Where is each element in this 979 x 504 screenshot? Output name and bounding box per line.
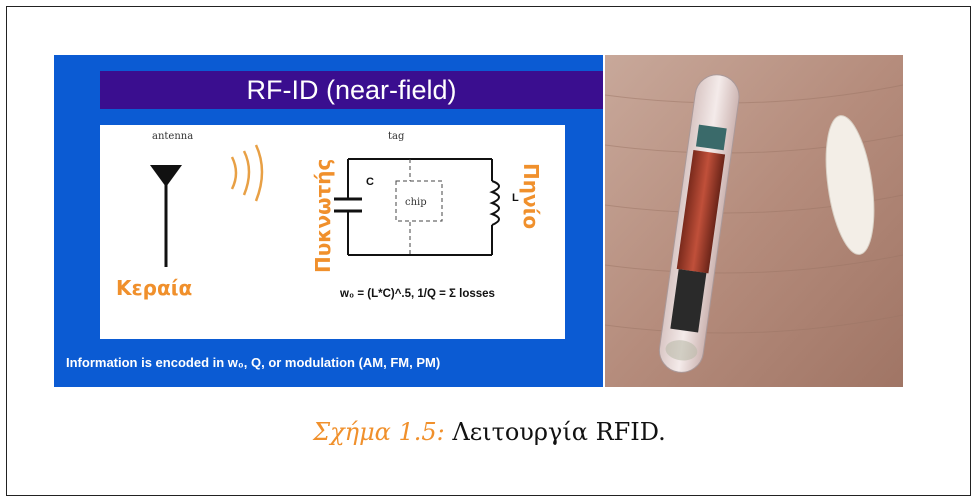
capacitor-letter: C [366, 176, 374, 188]
slide-title: RF-ID (near-field) [100, 71, 603, 109]
inductor-letter: L [512, 192, 519, 204]
annotation-coil: Πηνίο [519, 163, 543, 229]
slide-footer-text: Information is encoded in w₀, Q, or modu… [66, 355, 441, 370]
rice-grain [825, 115, 875, 255]
glass-capsule [658, 74, 740, 373]
implant-photo-illustration [605, 55, 903, 387]
annotation-capacitor: Πυκνωτής [311, 159, 335, 273]
figure-caption-text: Λειτουργία RFID. [452, 418, 666, 446]
figure-number: Σχήμα 1.5: [313, 418, 445, 446]
figure: RF-ID (near-field) antenna Κεραία tag [54, 55, 903, 387]
chip-box [395, 159, 443, 255]
chip-label: chip [405, 197, 427, 208]
antenna-label: antenna [152, 131, 193, 142]
radio-waves-icon [230, 144, 264, 202]
rfid-implant-photo [605, 55, 903, 387]
circuit-panel: antenna Κεραία tag [100, 125, 565, 339]
antenna-icon [150, 165, 182, 187]
lc-circuit [334, 158, 500, 256]
circuit-diagram: antenna Κεραία tag [116, 131, 543, 300]
formula: w₀ = (L*C)^.5, 1/Q = Σ losses [339, 288, 495, 300]
tag-label: tag [388, 131, 405, 142]
figure-caption: Σχήμα 1.5: Λειτουργία RFID. [0, 418, 979, 446]
annotation-antenna: Κεραία [116, 276, 192, 300]
rfid-slide: RF-ID (near-field) antenna Κεραία tag [54, 55, 603, 387]
